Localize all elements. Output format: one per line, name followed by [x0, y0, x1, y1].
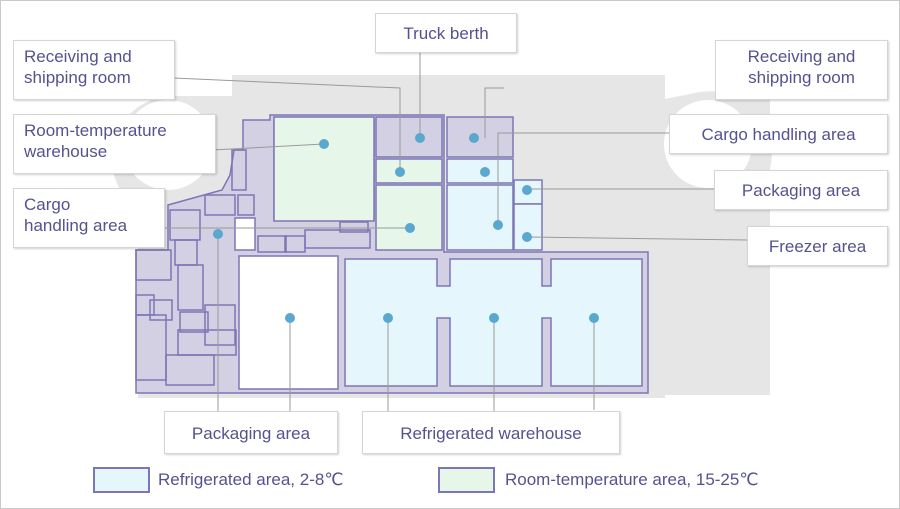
marker-refrigerated-1 — [383, 313, 393, 323]
leader-lines — [163, 53, 748, 423]
label-freezer: Freezer area — [747, 226, 888, 266]
marker-room-temp-cargo — [405, 223, 415, 233]
label-cargo-handling-right: Cargo handling area — [669, 114, 888, 154]
marker-receiving-left — [395, 167, 405, 177]
freezer-room — [513, 203, 543, 251]
marker-refrigerated-2 — [489, 313, 499, 323]
legend-swatch-refrigerated — [93, 467, 150, 493]
marker-truck-berth-right — [469, 133, 479, 143]
area-markers — [213, 133, 599, 323]
truck-berth-left-room — [375, 116, 443, 158]
marker-freezer — [522, 232, 532, 242]
truck-berth-right-room — [446, 116, 514, 158]
label-packaging-right: Packaging area — [714, 170, 888, 210]
label-packaging-bottom: Packaging area — [164, 411, 338, 454]
legend-label-room-temp: Room-temperature area, 15-25℃ — [505, 470, 759, 489]
room-temp-cargo-room — [375, 184, 443, 251]
receiving-left-room — [375, 158, 443, 184]
service-rooms — [135, 119, 375, 386]
marker-packaging-right — [522, 185, 532, 195]
receiving-right-room — [446, 158, 514, 184]
room-temp-warehouse-room — [273, 116, 375, 222]
marker-cargo-handling-left — [213, 229, 223, 239]
marker-packaging-bottom — [285, 313, 295, 323]
refrigerated-rooms-upper — [446, 158, 543, 251]
cargo-handling-left-room — [234, 217, 256, 251]
legend-swatch-room-temp — [438, 467, 495, 493]
marker-refrigerated-3 — [589, 313, 599, 323]
label-cargo-handling-left: Cargo handling area — [13, 188, 165, 248]
room-temperature-rooms — [273, 116, 443, 251]
marker-cargo-handling-right — [493, 220, 503, 230]
marker-room-temp-warehouse — [319, 139, 329, 149]
label-receiving-right: Receiving and shipping room — [715, 40, 888, 100]
label-receiving-left: Receiving and shipping room — [13, 40, 175, 100]
marker-receiving-right — [480, 167, 490, 177]
label-truck-berth: Truck berth — [375, 13, 517, 53]
marker-truck-berth-left — [415, 133, 425, 143]
label-refrigerated-warehouse: Refrigerated warehouse — [362, 411, 620, 454]
cargo-handling-right-room — [446, 184, 514, 251]
legend-label-refrigerated: Refrigerated area, 2-8℃ — [158, 470, 344, 489]
label-room-temp-warehouse: Room-temperature warehouse — [13, 114, 216, 174]
